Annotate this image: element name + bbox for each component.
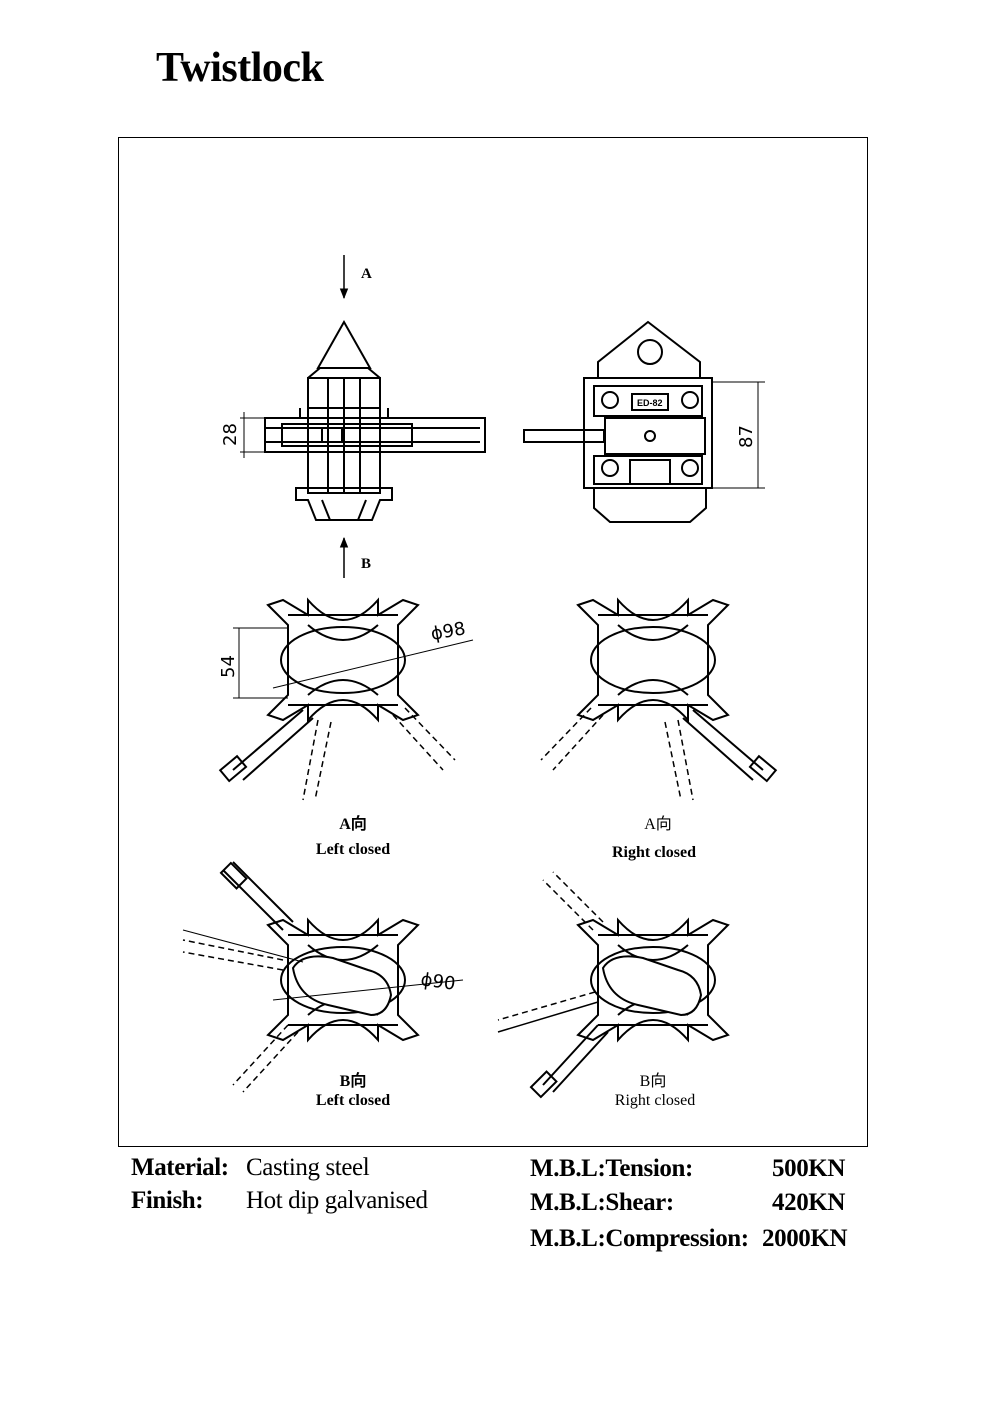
tension-value: 500KN [772,1155,846,1182]
compression-value: 2000KN [762,1225,848,1252]
shear-label: M.B.L:Shear: [530,1189,674,1216]
view-b-right-closed [497,871,729,1099]
finish-label: Finish: [131,1187,204,1214]
view-a-right-direction: A向 [644,816,672,833]
dim-28: 28 [220,423,241,446]
material-value: Casting steel [246,1154,370,1181]
view-a-right-caption: Right closed [612,844,696,861]
material-label: Material: [131,1154,229,1181]
tension-label: M.B.L:Tension: [530,1155,693,1182]
drawing-frame [118,137,868,1147]
page-title: Twistlock [156,45,324,91]
dim-54: 54 [218,655,239,678]
view-a-left-direction: A向 [339,816,367,833]
view-b-left-caption: Left closed [315,1092,391,1109]
view-a-left-caption: Left closed [315,841,391,858]
finish-value: Hot dip galvanised [246,1187,428,1214]
dim-90: ϕ90 [419,969,456,995]
side-view [240,255,486,578]
view-b-right-direction: B向 [639,1073,667,1090]
view-b-left-direction: B向 [339,1073,367,1090]
arrow-b-label: B [361,556,371,572]
view-a-right-closed [540,599,777,801]
compression-label: M.B.L:Compression: [530,1225,749,1252]
dim-98: ϕ98 [429,618,467,645]
dim-87: 87 [736,425,757,448]
shear-value: 420KN [772,1189,846,1216]
stamp-label: ED-82 [637,398,663,408]
front-view [523,320,765,523]
view-b-right-caption: Right closed [614,1092,696,1109]
view-b-left-closed [182,861,464,1093]
view-a-left-closed [219,599,474,801]
arrow-a-label: A [361,266,372,282]
